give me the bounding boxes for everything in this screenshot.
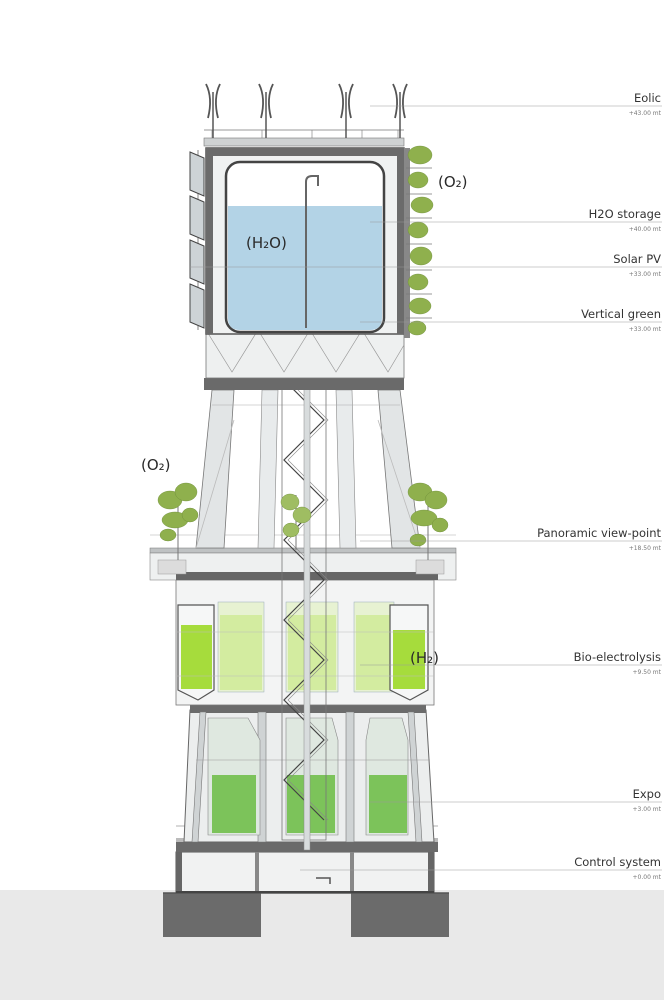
bio-tank-inner <box>285 601 339 693</box>
wind-turbine <box>258 83 274 138</box>
level-label-solar-pv: Solar PV +33.00 mt <box>613 252 661 278</box>
water-tank <box>205 147 405 335</box>
svg-text:Vertical green: Vertical green <box>581 307 661 321</box>
level-label-h2o-storage: H2O storage +40.00 mt <box>589 207 662 233</box>
o2-label-top: (O₂) <box>438 173 468 191</box>
leader-lines <box>190 105 662 871</box>
svg-text:+3.00 mt: +3.00 mt <box>633 806 662 813</box>
svg-text:+40.00 mt: +40.00 mt <box>629 226 662 233</box>
svg-text:+33.00 mt: +33.00 mt <box>629 271 662 278</box>
expo-tank <box>365 717 409 836</box>
tree-center <box>280 493 312 550</box>
svg-text:+33.00 mt: +33.00 mt <box>629 326 662 333</box>
level-label-control-system: Control system +0.00 mt <box>574 855 661 881</box>
svg-text:Solar PV: Solar PV <box>613 252 661 266</box>
svg-text:Panoramic view-point: Panoramic view-point <box>537 526 661 540</box>
svg-text:Control system: Control system <box>574 855 661 869</box>
control-level <box>175 851 435 893</box>
bio-electrolysis-level <box>175 579 435 706</box>
level-label-expo: Expo +3.00 mt <box>633 787 662 813</box>
o2-label-mid: (O₂) <box>141 456 171 474</box>
svg-text:H2O storage: H2O storage <box>589 207 661 221</box>
h2-label: (H₂) <box>410 649 439 667</box>
svg-text:Expo: Expo <box>633 787 661 801</box>
expo-tank <box>285 717 339 836</box>
level-label-panoramic: Panoramic view-point +18.50 mt <box>537 526 662 552</box>
level-label-vertical-green: Vertical green +33.00 mt <box>581 307 662 333</box>
ground <box>0 890 664 1000</box>
foundation-right <box>351 893 449 937</box>
foundation-left <box>163 893 261 937</box>
tree-left <box>157 482 199 560</box>
tree-right <box>407 482 449 560</box>
bio-tank-inner <box>217 601 265 693</box>
svg-text:Eolic: Eolic <box>634 91 661 105</box>
wind-turbine <box>338 83 354 138</box>
svg-text:Bio-electrolysis: Bio-electrolysis <box>574 650 661 664</box>
solar-pv-panels <box>189 150 205 330</box>
bio-tank-left <box>177 604 215 701</box>
level-label-bio-electrolysis: Bio-electrolysis +9.50 mt <box>574 650 662 676</box>
level-label-eolic: Eolic +43.00 mt <box>629 91 662 117</box>
expo-level <box>183 705 435 843</box>
svg-text:+43.00 mt: +43.00 mt <box>629 110 662 117</box>
expo-tank <box>207 717 261 836</box>
h2o-label: (H₂O) <box>246 234 287 252</box>
tower-stem <box>195 389 421 549</box>
roof-deck <box>203 129 405 147</box>
wind-turbine <box>392 83 408 138</box>
svg-text:+9.50 mt: +9.50 mt <box>633 669 662 676</box>
wind-turbine <box>205 83 221 138</box>
svg-text:+18.50 mt: +18.50 mt <box>629 545 662 552</box>
tank-hoppers <box>205 329 405 379</box>
bio-tank-inner <box>353 601 395 693</box>
svg-text:+0.00 mt: +0.00 mt <box>633 874 662 881</box>
tank-base-slab <box>204 378 404 390</box>
vertical-green-wall <box>404 145 434 338</box>
